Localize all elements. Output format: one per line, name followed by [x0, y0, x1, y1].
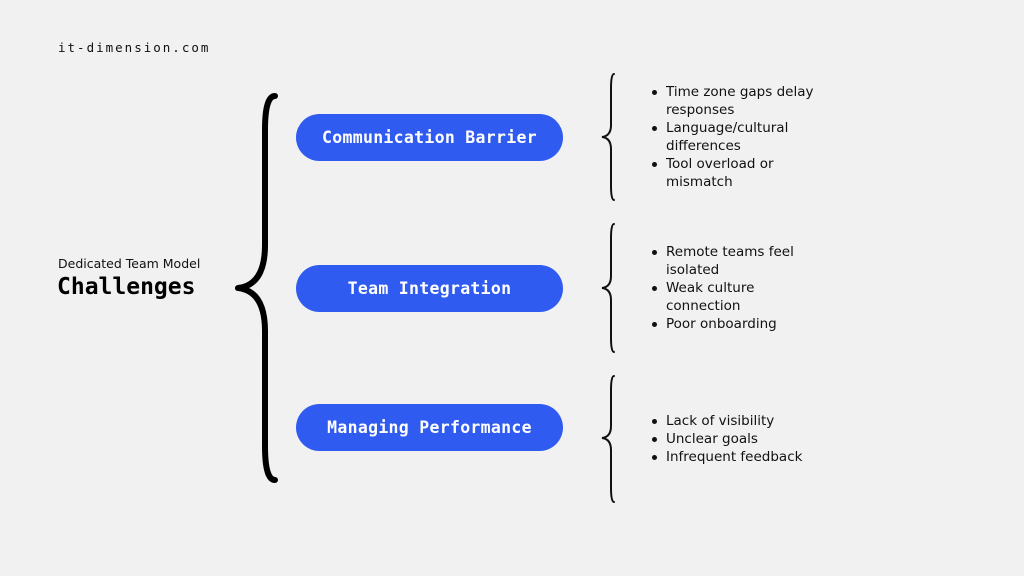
challenge-points-performance: Lack of visibility Unclear goals Infrequ… [652, 412, 827, 466]
bullet-point: Lack of visibility [652, 412, 827, 430]
challenge-pill-communication: Communication Barrier [296, 114, 563, 161]
bullet-point: Infrequent feedback [652, 448, 827, 466]
site-url: it-dimension.com [58, 40, 211, 55]
diagram-title: Challenges [57, 274, 196, 300]
main-brace-icon [235, 93, 278, 483]
challenge-pill-performance: Managing Performance [296, 404, 563, 451]
brace-icon-3 [601, 375, 615, 503]
diagram-subtitle: Dedicated Team Model [58, 256, 201, 271]
bullet-point: Unclear goals [652, 430, 827, 448]
bullet-point: Tool overload or mismatch [652, 155, 827, 191]
challenge-pill-integration: Team Integration [296, 265, 563, 312]
challenge-points-integration: Remote teams feel isolated Weak culture … [652, 243, 827, 333]
bullet-point: Poor onboarding [652, 315, 827, 333]
bullet-point: Language/cultural differences [652, 119, 827, 155]
brace-icon-2 [601, 223, 615, 353]
bullet-point: Remote teams feel isolated [652, 243, 827, 279]
brace-icon-1 [601, 73, 615, 201]
bullet-point: Weak culture connection [652, 279, 827, 315]
challenge-points-communication: Time zone gaps delay responses Language/… [652, 83, 827, 191]
bullet-point: Time zone gaps delay responses [652, 83, 827, 119]
